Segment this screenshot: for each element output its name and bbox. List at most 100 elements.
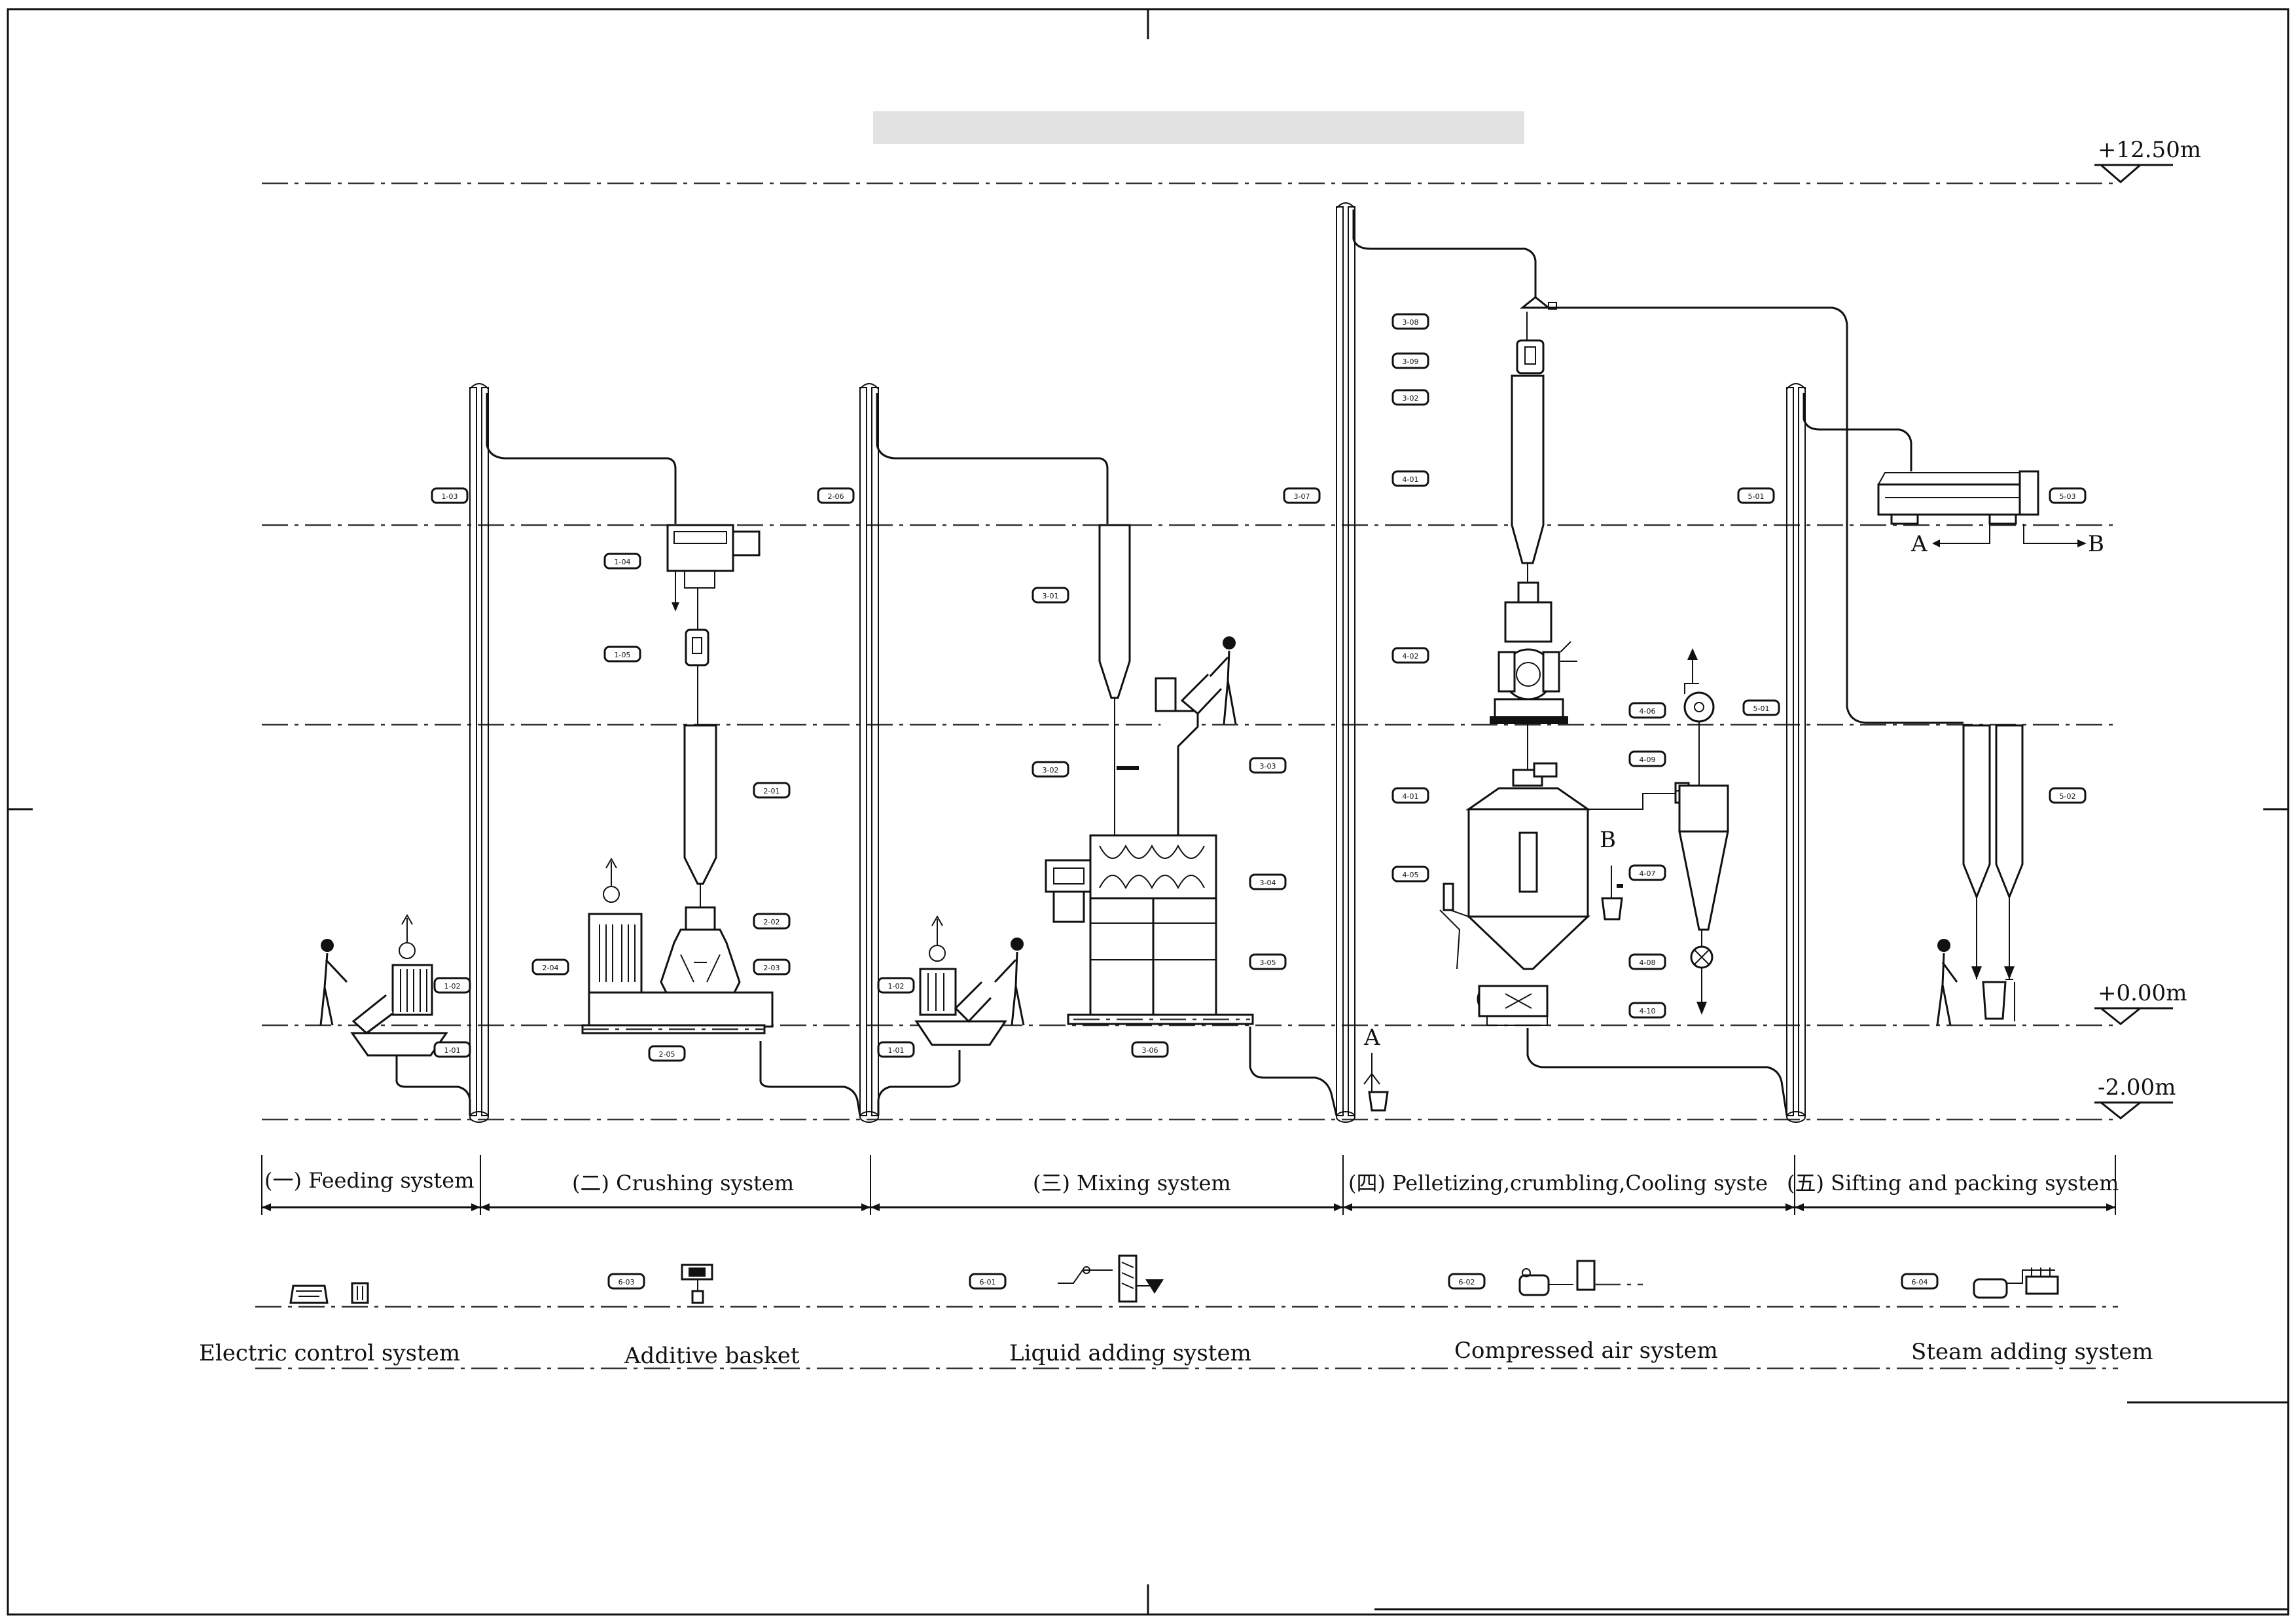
- system-label-sifting: (五) Sifting and packing system: [1787, 1171, 2119, 1195]
- pipe-elevator4-to-sifter: [1803, 393, 1912, 471]
- feeding-station-1: [350, 913, 448, 1057]
- tag-code: 2-03: [764, 964, 780, 972]
- tag-code: 1-05: [615, 651, 631, 659]
- electric-cabinet-icon: [289, 1282, 369, 1304]
- equipment-tag-aux-4: 6-04: [1901, 1273, 1939, 1290]
- pellet-distributor: [1519, 296, 1557, 310]
- tag-code: 6-01: [980, 1278, 996, 1286]
- tag-frame: [1391, 787, 1429, 804]
- system-label-mixing: (三) Mixing system: [1033, 1171, 1231, 1195]
- tag-code: 2-05: [659, 1050, 675, 1059]
- tag-frame: [1628, 953, 1666, 970]
- equipment-tags: 1-031-041-051-021-012-062-012-022-032-04…: [431, 313, 2087, 1062]
- equipment-tag-t3-06: 3-06: [1131, 1041, 1169, 1058]
- pipe-elevator3-to-pellet: [1352, 210, 1537, 298]
- worker-figure-1: [319, 939, 348, 1026]
- pipe-top-distributor: [1545, 306, 1964, 724]
- equipment-tag-t4-10: 4-10: [1628, 1002, 1666, 1019]
- mixer-manual-hopper: [1155, 677, 1199, 835]
- bucket-elevator-3: [1336, 202, 1355, 1123]
- system-label-feeding: (一) Feeding system: [264, 1168, 475, 1193]
- steam-adding-icon: [1973, 1267, 2059, 1299]
- tag-frame: [877, 1041, 915, 1058]
- tag-code: 5-02: [2060, 792, 2076, 801]
- equipment-tag-t5-03: 5-03: [2049, 487, 2087, 504]
- equipment-tag-t4-05: 4-05: [1391, 866, 1429, 883]
- tag-frame: [1448, 1273, 1486, 1290]
- level-marker-top: +12.50m: [2094, 137, 2201, 183]
- level-label-ground: +0.00m: [2098, 980, 2187, 1006]
- tag-code: 1-01: [888, 1046, 905, 1055]
- tag-code: 2-01: [764, 787, 780, 795]
- tag-code: 6-02: [1459, 1278, 1475, 1286]
- paddle-mixer: [1045, 834, 1217, 1015]
- tag-code: 5-03: [2060, 492, 2076, 501]
- equipment-tag-t3-07: 3-07: [1283, 487, 1321, 504]
- tag-frame: [1391, 470, 1429, 487]
- tag-code: 4-01: [1403, 475, 1419, 484]
- pipe-elevator2-to-mixer: [876, 393, 1109, 524]
- equipment-tag-t5-01b: 5-01: [1742, 699, 1780, 716]
- pellet-cooler: [1439, 762, 1676, 970]
- tag-code: 4-06: [1640, 707, 1656, 716]
- pipe-crusher-to-elevator2: [759, 1041, 861, 1116]
- crusher-magnet-box: [685, 588, 709, 724]
- equipment-tag-t4-07: 4-07: [1628, 864, 1666, 881]
- equipment-tag-t1-02b: 1-02: [877, 977, 915, 994]
- equipment-tag-t5-02: 5-02: [2049, 787, 2087, 804]
- tag-frame: [2049, 487, 2087, 504]
- tag-code: 4-10: [1640, 1007, 1656, 1015]
- tag-code: 2-04: [543, 964, 559, 972]
- sample-station-a: [1363, 1053, 1389, 1112]
- equipment-tag-t2-06: 2-06: [817, 487, 855, 504]
- bucket-elevator-4: [1786, 383, 1806, 1123]
- equipment-tag-t1-01b: 1-01: [877, 1041, 915, 1058]
- pipe-elevator1-to-crusher: [486, 393, 677, 524]
- additive-basket-icon: [681, 1264, 713, 1304]
- tag-frame: [1742, 699, 1780, 716]
- tag-frame: [1031, 761, 1069, 778]
- equipment-tag-aux-1: 6-03: [607, 1273, 645, 1290]
- tag-code: 3-01: [1043, 592, 1059, 600]
- tag-frame: [1628, 864, 1666, 881]
- system-section-bar: [261, 1155, 2116, 1215]
- aux-label-compressed: Compressed air system: [1454, 1338, 1718, 1364]
- tag-frame: [433, 977, 471, 994]
- tag-frame: [433, 1041, 471, 1058]
- feeding-station-2: [914, 915, 1007, 1046]
- tag-code: 2-02: [764, 918, 780, 926]
- tag-frame: [607, 1273, 645, 1290]
- tag-code: 4-05: [1403, 871, 1419, 879]
- equipment-tag-aux-3: 6-02: [1448, 1273, 1486, 1290]
- equipment-tag-t2-03: 2-03: [753, 958, 791, 976]
- tag-code: 4-08: [1640, 958, 1656, 967]
- tag-frame: [1628, 1002, 1666, 1019]
- marker-a-basement: A: [1363, 1025, 1380, 1051]
- equipment-tag-t3-04: 3-04: [1249, 873, 1287, 890]
- aux-label-steam: Steam adding system: [1911, 1339, 2153, 1365]
- aux-label-liquid: Liquid adding system: [1009, 1340, 1251, 1366]
- compressed-air-icon: [1518, 1260, 1643, 1296]
- equipment-tag-t1-05: 1-05: [603, 646, 641, 663]
- pellet-crumbler-discharge: [1477, 985, 1549, 1026]
- tag-frame: [753, 782, 791, 799]
- crusher-bin: [683, 724, 717, 907]
- pellet-mill: [1490, 581, 1577, 770]
- tag-code: 5-01: [1748, 492, 1765, 501]
- tag-frame: [431, 487, 469, 504]
- aux-tags: 6-03 6-01 6-02 6-04: [607, 1273, 1939, 1290]
- tag-code: 1-02: [444, 982, 461, 991]
- tag-code: 3-05: [1260, 958, 1276, 967]
- tag-frame: [1249, 873, 1287, 890]
- tag-frame: [1391, 647, 1429, 664]
- equipment-tag-t3-09: 3-09: [1391, 352, 1429, 369]
- tag-frame: [603, 646, 641, 663]
- tag-frame: [753, 958, 791, 976]
- drawing-frame: [7, 8, 2289, 1616]
- tag-frame: [2049, 787, 2087, 804]
- crusher-platform: [581, 1024, 766, 1034]
- tag-code: 4-07: [1640, 869, 1656, 878]
- pipe-feed2-to-elevator2: [877, 1050, 961, 1116]
- crusher-dust-filter: [588, 857, 774, 1028]
